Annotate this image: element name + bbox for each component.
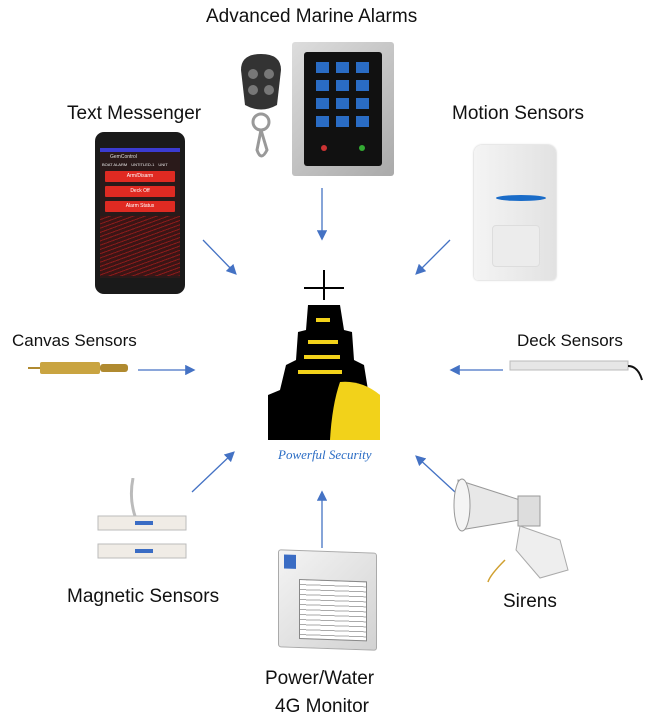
- phone-tab[interactable]: BOAT ALARM: [102, 162, 128, 167]
- magnetic-sensors-image: [97, 478, 187, 559]
- label-advanced-marine-alarms: Advanced Marine Alarms: [206, 6, 418, 27]
- label-text-messenger: Text Messenger: [67, 103, 202, 124]
- label-sirens: Sirens: [503, 591, 557, 612]
- deck-sensor-image: [509, 360, 643, 381]
- phone-app-title: GemControl: [110, 154, 137, 160]
- motion-sensor-image: [474, 145, 556, 280]
- alarm-status-button[interactable]: Alarm Status: [105, 201, 175, 212]
- arrow-from-sirens: [415, 455, 456, 493]
- power-water-monitor-image: [278, 549, 377, 651]
- deck-off-button[interactable]: Deck Off: [105, 186, 175, 197]
- phone-image: GemControl BOAT ALARM UNTITLED-1 UNIT Ar…: [95, 132, 185, 294]
- arrow-from-text-messenger: [202, 239, 237, 275]
- label-power-water: Power/Water: [265, 668, 375, 689]
- siren-image: [453, 478, 569, 583]
- label-canvas-sensors: Canvas Sensors: [12, 331, 137, 350]
- keyfob-image: [241, 54, 281, 158]
- phone-tab[interactable]: UNIT: [158, 162, 168, 167]
- arm-disarm-button[interactable]: Arm/Disarm: [105, 171, 175, 182]
- phone-tab[interactable]: UNTITLED-1: [131, 162, 155, 167]
- label-motion-sensors: Motion Sensors: [452, 103, 585, 124]
- tagline-powerful-security: Powerful Security: [278, 447, 372, 462]
- battleship-logo: [268, 270, 380, 440]
- label-deck-sensors: Deck Sensors: [517, 331, 623, 350]
- label-magnetic-sensors: Magnetic Sensors: [67, 586, 220, 607]
- canvas-sensor-image: [28, 362, 128, 374]
- label-4g-monitor: 4G Monitor: [275, 696, 369, 717]
- keypad-image: [292, 42, 394, 176]
- arrow-from-motion: [415, 239, 451, 275]
- arrow-from-magnetic: [191, 451, 235, 493]
